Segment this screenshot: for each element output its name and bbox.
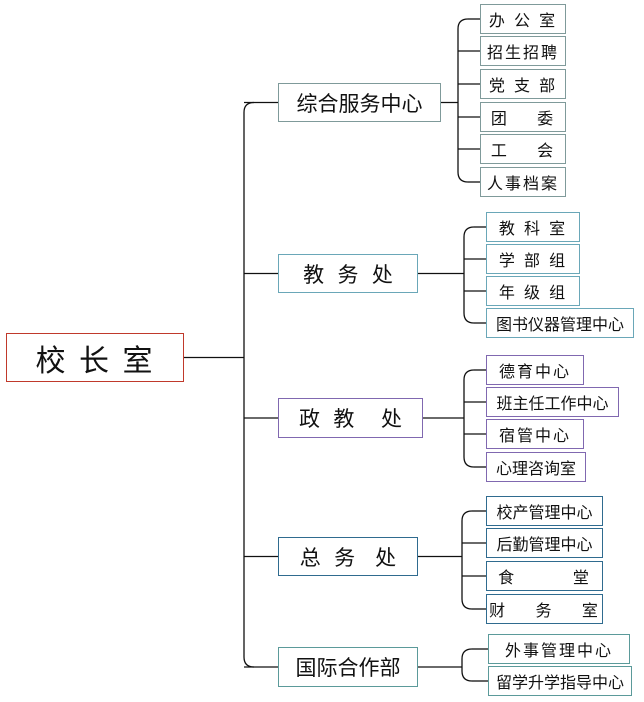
unit-moral-education-center[interactable]: 德育中心 bbox=[486, 355, 584, 385]
dept-integrated-service-center[interactable]: 综合服务中心 bbox=[278, 83, 441, 122]
bracket-0 bbox=[457, 18, 469, 183]
dept-political-education[interactable]: 政 教 处 bbox=[278, 398, 423, 438]
unit-foreign-affairs-center[interactable]: 外事管理中心 bbox=[488, 634, 630, 664]
unit-general-office[interactable]: 办 公 室 bbox=[480, 4, 566, 34]
bracket-3 bbox=[461, 510, 473, 610]
unit-cafeteria[interactable]: 食 堂 bbox=[486, 561, 603, 591]
unit-head-teacher-center[interactable]: 班主任工作中心 bbox=[486, 387, 619, 417]
unit-youth-league[interactable]: 团 委 bbox=[480, 102, 566, 132]
bracket-4 bbox=[461, 648, 473, 682]
unit-research-office[interactable]: 教 科 室 bbox=[486, 212, 580, 242]
unit-dormitory-center[interactable]: 宿管中心 bbox=[486, 419, 584, 449]
bracket-2 bbox=[463, 369, 475, 468]
unit-finance-office[interactable]: 财 务 室 bbox=[486, 594, 603, 624]
unit-party-branch[interactable]: 党 支 部 bbox=[480, 69, 566, 99]
unit-counseling-room[interactable]: 心理咨询室 bbox=[486, 452, 586, 482]
root-principal-office[interactable]: 校 长 室 bbox=[6, 333, 184, 382]
dept-academic-affairs[interactable]: 教 务 处 bbox=[278, 254, 418, 293]
unit-academic-groups[interactable]: 学 部 组 bbox=[486, 244, 580, 274]
unit-personnel-archives[interactable]: 人事档案 bbox=[480, 167, 566, 197]
unit-property-management-center[interactable]: 校产管理中心 bbox=[486, 496, 603, 526]
unit-logistics-management-center[interactable]: 后勤管理中心 bbox=[486, 528, 603, 558]
unit-study-abroad-guidance-center[interactable]: 留学升学指导中心 bbox=[488, 666, 632, 696]
main-spine bbox=[243, 101, 255, 668]
unit-grade-groups[interactable]: 年 级 组 bbox=[486, 276, 580, 306]
dept-international-cooperation[interactable]: 国际合作部 bbox=[278, 647, 418, 687]
bracket-1 bbox=[463, 226, 475, 324]
unit-library-equipment-center[interactable]: 图书仪器管理中心 bbox=[486, 308, 634, 338]
unit-admissions-recruitment[interactable]: 招生招聘 bbox=[480, 36, 566, 66]
unit-labor-union[interactable]: 工 会 bbox=[480, 134, 566, 164]
dept-general-affairs[interactable]: 总 务 处 bbox=[278, 537, 418, 576]
